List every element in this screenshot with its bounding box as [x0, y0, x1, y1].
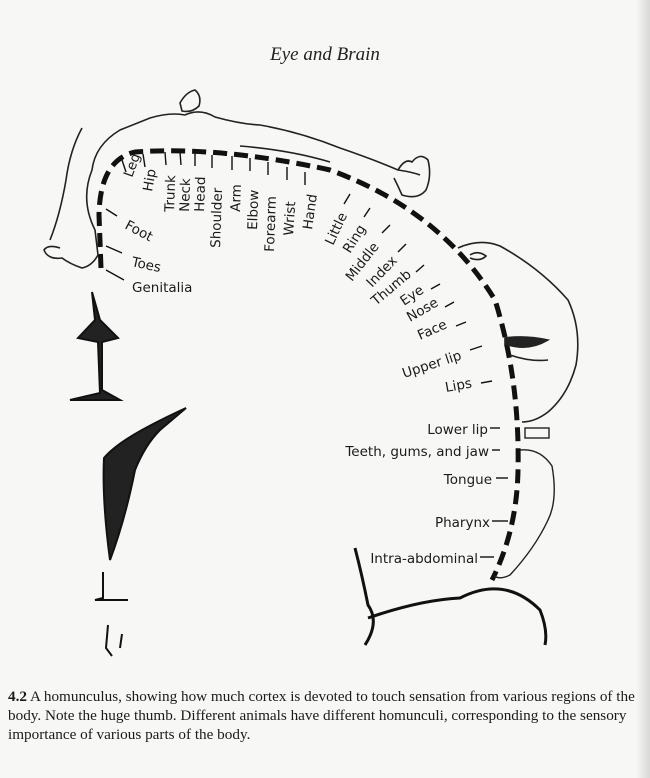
brain-outline	[353, 547, 548, 646]
label-trunk: Trunk	[162, 175, 179, 213]
homunculus-figure: Leg Hip Trunk Neck Head Shoulder Arm Elb…	[43, 89, 579, 657]
face-drawing	[457, 241, 579, 423]
head-outline	[179, 89, 201, 113]
label-shoulder: Shoulder	[208, 187, 226, 248]
label-pharynx: Pharynx	[435, 515, 490, 531]
brain-fissure-bottom	[367, 587, 548, 646]
label-neck: Neck	[177, 178, 194, 212]
face-outline	[457, 241, 579, 423]
section-lower	[94, 572, 128, 601]
section-bottom	[104, 624, 123, 657]
figure-caption: 4.2 A homunculus, showing how much corte…	[8, 687, 648, 744]
eye-shape	[469, 251, 488, 261]
label-ticks	[105, 151, 508, 558]
brain-fissure-left	[353, 547, 375, 646]
label-foot: Foot	[122, 217, 155, 245]
section-middle	[102, 407, 187, 561]
legs-outline	[43, 113, 186, 269]
running-header: Eye and Brain	[270, 44, 380, 65]
label-genitalia: Genitalia	[132, 280, 192, 296]
tongue-outline	[493, 449, 555, 579]
caption-text: A homunculus, showing how much cortex is…	[8, 688, 635, 743]
body-drawing	[43, 89, 431, 269]
top-labels: Leg Hip Trunk Neck Head Shoulder Arm Elb…	[121, 151, 473, 396]
lips-shape	[504, 336, 551, 348]
cortex-dashed-arc	[96, 148, 521, 582]
cortex-strip	[96, 148, 521, 582]
label-wrist: Wrist	[281, 201, 299, 236]
right-labels: Lower lip Teeth, gums, and jaw Tongue Ph…	[344, 422, 492, 567]
label-hip: Hip	[140, 168, 160, 193]
label-intra-abdominal: Intra-abdominal	[370, 551, 478, 567]
label-leg: Leg	[121, 151, 144, 179]
label-hand: Hand	[300, 193, 321, 230]
label-head: Head	[192, 176, 209, 212]
jaw-drawing	[493, 427, 555, 579]
label-forearm: Forearm	[262, 196, 280, 252]
label-lips: Lips	[444, 376, 473, 396]
hand-outline	[393, 155, 431, 198]
teeth-shape	[524, 427, 550, 439]
leg-front-outline	[49, 127, 83, 241]
label-elbow: Elbow	[245, 189, 262, 230]
section-upper	[69, 291, 124, 401]
label-upper-lip: Upper lip	[400, 348, 463, 382]
arm-outline	[239, 145, 331, 163]
lower-lip-shape	[509, 354, 549, 362]
label-teeth: Teeth, gums, and jaw	[344, 444, 489, 460]
label-toes: Toes	[129, 254, 162, 276]
label-tongue: Tongue	[443, 472, 492, 488]
page-edge-shadow	[636, 0, 650, 778]
label-arm: Arm	[228, 184, 245, 212]
left-sections	[69, 291, 187, 657]
torso-outline	[184, 111, 421, 176]
figure-number: 4.2	[8, 688, 27, 705]
label-lower-lip: Lower lip	[427, 422, 488, 438]
